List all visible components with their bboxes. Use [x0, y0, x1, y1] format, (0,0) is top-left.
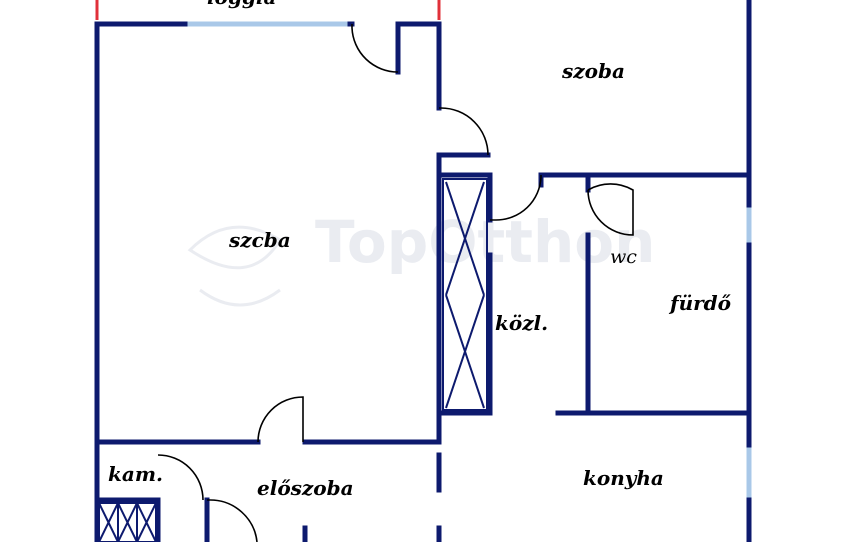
room-label-eloszoba: előszoba	[257, 476, 354, 500]
door-swing-icon	[490, 175, 542, 221]
door-swing-icon	[257, 396, 304, 443]
kamra-shelf-icon	[98, 502, 157, 542]
room-label-szoba-main: szcba	[228, 228, 291, 252]
room-label-szoba-top: szoba	[561, 59, 625, 83]
windows	[185, 21, 752, 500]
room-label-loggia: loggia	[207, 0, 276, 9]
watermark-text: TopOtthon	[315, 208, 655, 276]
door-swing-icon	[157, 454, 204, 501]
shaft-cross-icon	[442, 178, 488, 411]
loggia-rail	[95, 0, 441, 20]
door-swing-icon	[351, 24, 399, 73]
doors	[157, 24, 634, 542]
walls	[94, 0, 752, 542]
room-label-kozl: közl.	[495, 311, 548, 335]
room-label-konyha: konyha	[583, 466, 664, 490]
room-label-wc: wc	[610, 246, 637, 268]
watermark-logo-icon	[187, 225, 283, 307]
room-label-kam: kam.	[108, 462, 163, 486]
room-label-furdo: fürdő	[668, 291, 732, 315]
door-swing-icon	[587, 183, 634, 236]
door-swing-icon	[439, 107, 489, 156]
door-swing-icon	[207, 499, 258, 542]
